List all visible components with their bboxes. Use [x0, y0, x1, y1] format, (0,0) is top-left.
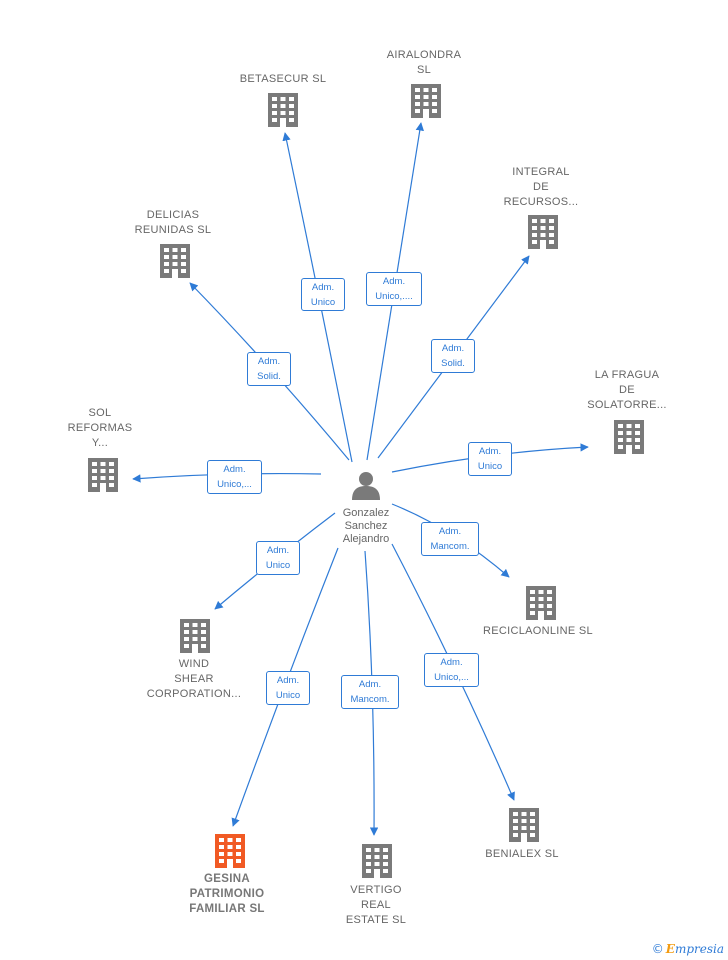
- building-icon[interactable]: [509, 808, 539, 842]
- role-badge-gesina[interactable]: Adm. Unico: [266, 671, 310, 705]
- building-icon[interactable]: [215, 834, 245, 868]
- role-badge-integral[interactable]: Adm. Solid.: [431, 339, 475, 373]
- company-label-gesina[interactable]: GESINA PATRIMONIO FAMILIAR SL: [189, 873, 265, 915]
- role-badge-wind[interactable]: Adm. Unico: [256, 541, 300, 575]
- company-label-airalondra[interactable]: AIRALONDRA SL: [386, 49, 462, 76]
- role-badge-vertigo[interactable]: Adm. Mancom.: [341, 675, 399, 709]
- brand-initial: E: [665, 942, 675, 956]
- company-label-vertigo[interactable]: VERTIGO REAL ESTATE SL: [345, 884, 407, 926]
- person-name[interactable]: Gonzalez Sanchez Alejandro: [342, 507, 390, 545]
- building-icon[interactable]: [180, 619, 210, 653]
- watermark: ©Empresia: [652, 942, 724, 956]
- building-icon[interactable]: [411, 84, 441, 118]
- role-badge-airalondra[interactable]: Adm. Unico,....: [366, 272, 422, 306]
- company-label-delicias[interactable]: DELICIAS REUNIDAS SL: [134, 209, 212, 236]
- nodes-layer: [88, 84, 644, 878]
- company-label-benialex[interactable]: BENIALEX SL: [485, 848, 559, 860]
- building-icon[interactable]: [528, 215, 558, 249]
- brand-name: mpresia: [674, 942, 724, 956]
- company-label-lafragua[interactable]: LA FRAGUA DE SOLATORRE...: [587, 369, 667, 411]
- building-icon[interactable]: [88, 458, 118, 492]
- building-icon[interactable]: [614, 420, 644, 454]
- role-badge-betasecur[interactable]: Adm. Unico: [301, 278, 345, 311]
- company-label-betasecur[interactable]: BETASECUR SL: [239, 73, 327, 85]
- person-icon[interactable]: [352, 472, 380, 500]
- building-icon[interactable]: [268, 93, 298, 127]
- building-icon[interactable]: [160, 244, 190, 278]
- role-badge-sol[interactable]: Adm. Unico,...: [207, 460, 262, 494]
- building-icon[interactable]: [362, 844, 392, 878]
- company-label-wind[interactable]: WIND SHEAR CORPORATION...: [146, 658, 242, 700]
- company-label-sol[interactable]: SOL REFORMAS Y...: [67, 407, 133, 449]
- building-icon[interactable]: [526, 586, 556, 620]
- copyright-symbol: ©: [651, 942, 664, 956]
- role-badge-delicias[interactable]: Adm. Solid.: [247, 352, 291, 386]
- company-label-reciclaonline[interactable]: RECICLAONLINE SL: [483, 625, 593, 637]
- role-badge-reciclaonline[interactable]: Adm. Mancom.: [421, 522, 479, 556]
- role-badge-lafragua[interactable]: Adm. Unico: [468, 442, 512, 476]
- company-label-integral[interactable]: INTEGRAL DE RECURSOS...: [503, 166, 579, 208]
- role-badge-benialex[interactable]: Adm. Unico,...: [424, 653, 479, 687]
